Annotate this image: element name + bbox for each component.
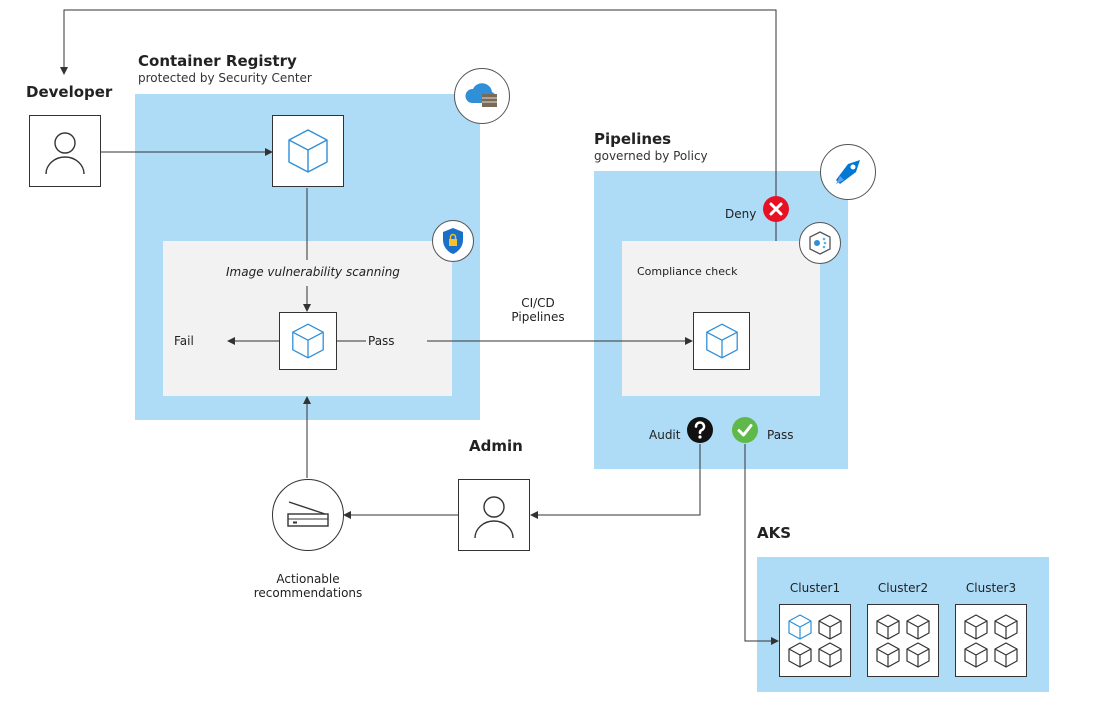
audit-question-icon [686, 416, 714, 444]
security-center-shield-icon [432, 220, 474, 262]
azure-pipelines-icon [820, 144, 876, 200]
azure-policy-icon [799, 222, 841, 264]
registry-title: Container Registry [138, 52, 297, 70]
admin-label: Admin [469, 437, 523, 455]
cluster-3-node [955, 604, 1027, 677]
pipelines-title: Pipelines [594, 130, 672, 148]
compliance-image-node [693, 312, 750, 370]
user-icon [45, 132, 85, 175]
cicd-label: CI/CD Pipelines [498, 296, 578, 324]
deny-label: Deny [725, 207, 757, 221]
cluster-label-3: Cluster3 [965, 581, 1017, 595]
cluster-1-node [779, 604, 851, 677]
pipeline-pass-label: Pass [767, 428, 794, 442]
audit-label: Audit [649, 428, 681, 442]
deny-to-developer-line [60, 9, 777, 241]
fail-label: Fail [174, 334, 194, 348]
registry-image-node [272, 115, 344, 187]
user-icon [474, 496, 514, 539]
cluster-label-2: Cluster2 [877, 581, 929, 595]
developer-label: Developer [26, 83, 113, 101]
scanning-label: Image vulnerability scanning [226, 265, 400, 279]
recommendations-label: Actionable recommendations [238, 572, 378, 600]
recommendations-line2: recommendations [253, 586, 363, 600]
aks-title: AKS [757, 524, 792, 542]
cluster-cubes-icon [788, 613, 842, 668]
container-cube-icon [288, 129, 328, 173]
admin-node [458, 479, 530, 551]
container-registry-cloud-icon [454, 68, 510, 124]
cicd-line2: Pipelines [511, 310, 565, 324]
pass-to-aks-arrow [744, 444, 779, 645]
compliance-label: Compliance check [637, 265, 738, 278]
developer-node [29, 115, 101, 187]
cluster-cubes-icon [964, 613, 1018, 668]
recommendations-scanner-icon [272, 479, 344, 551]
cicd-line1: CI/CD [521, 296, 555, 310]
cluster-2-node [867, 604, 939, 677]
container-cube-icon [705, 323, 738, 359]
scanned-image-node [279, 312, 337, 370]
cluster-cubes-icon [876, 613, 930, 668]
pipelines-subtitle: governed by Policy [594, 149, 708, 163]
pass-check-icon [731, 416, 759, 444]
pass-label: Pass [368, 334, 395, 348]
deny-icon [762, 195, 790, 223]
recommendations-line1: Actionable [276, 572, 340, 586]
container-cube-icon [292, 323, 324, 359]
audit-to-admin-arrow [530, 444, 701, 519]
cluster-label-1: Cluster1 [789, 581, 841, 595]
registry-subtitle: protected by Security Center [138, 71, 312, 85]
